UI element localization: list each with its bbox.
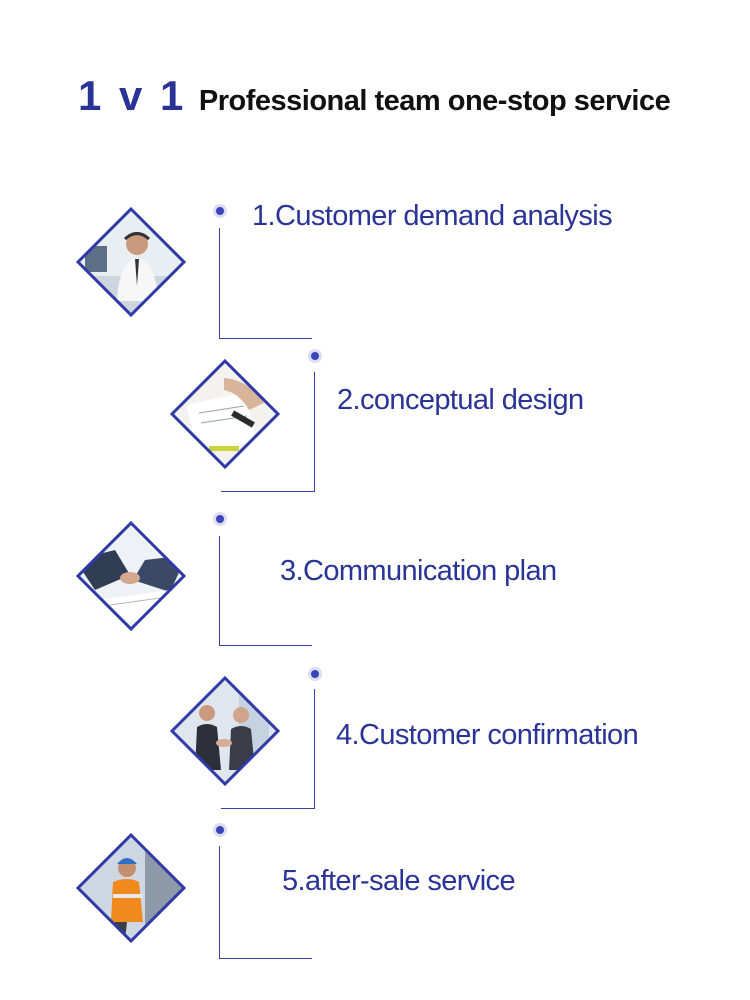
step-3: 3.Communication plan xyxy=(0,510,750,670)
step-label: 4.Customer confirmation xyxy=(336,719,639,751)
timeline-dot xyxy=(216,207,224,215)
step-5: 5.after-sale service xyxy=(0,820,750,980)
timeline-horizontal-line xyxy=(219,338,312,339)
page-title: Professional team one-stop service xyxy=(198,85,671,117)
timeline-vertical-line xyxy=(314,689,315,809)
timeline-vertical-line xyxy=(314,372,315,491)
step-2: 2.conceptual design xyxy=(0,350,750,510)
step-1: 1.Customer demand analysis xyxy=(0,200,750,360)
design-sketch-icon xyxy=(169,358,281,470)
timeline-dot xyxy=(311,352,319,360)
timeline-horizontal-line xyxy=(221,808,315,809)
step-label: 3.Communication plan xyxy=(280,555,557,587)
timeline-dot xyxy=(311,670,319,678)
timeline-vertical-line xyxy=(219,536,220,646)
handshake-icon xyxy=(169,675,281,787)
timeline-vertical-line xyxy=(219,228,220,339)
step-label: 2.conceptual design xyxy=(337,384,584,416)
timeline-horizontal-line xyxy=(219,958,312,959)
step-label: 5.after-sale service xyxy=(282,865,516,897)
step-4: 4.Customer confirmation xyxy=(0,665,750,825)
step-label: 1.Customer demand analysis xyxy=(252,200,613,232)
timeline-horizontal-line xyxy=(221,491,315,492)
business-meeting-icon xyxy=(75,520,187,632)
one-v-one-badge: 1 v 1 xyxy=(78,72,187,119)
timeline-dot xyxy=(216,826,224,834)
service-technician-icon xyxy=(75,832,187,944)
timeline-dot xyxy=(216,515,224,523)
timeline-vertical-line xyxy=(219,846,220,959)
page-heading: 1 v 1 Professional team one-stop service xyxy=(78,72,671,120)
call-center-agent-icon xyxy=(75,206,187,318)
timeline-horizontal-line xyxy=(219,645,312,646)
